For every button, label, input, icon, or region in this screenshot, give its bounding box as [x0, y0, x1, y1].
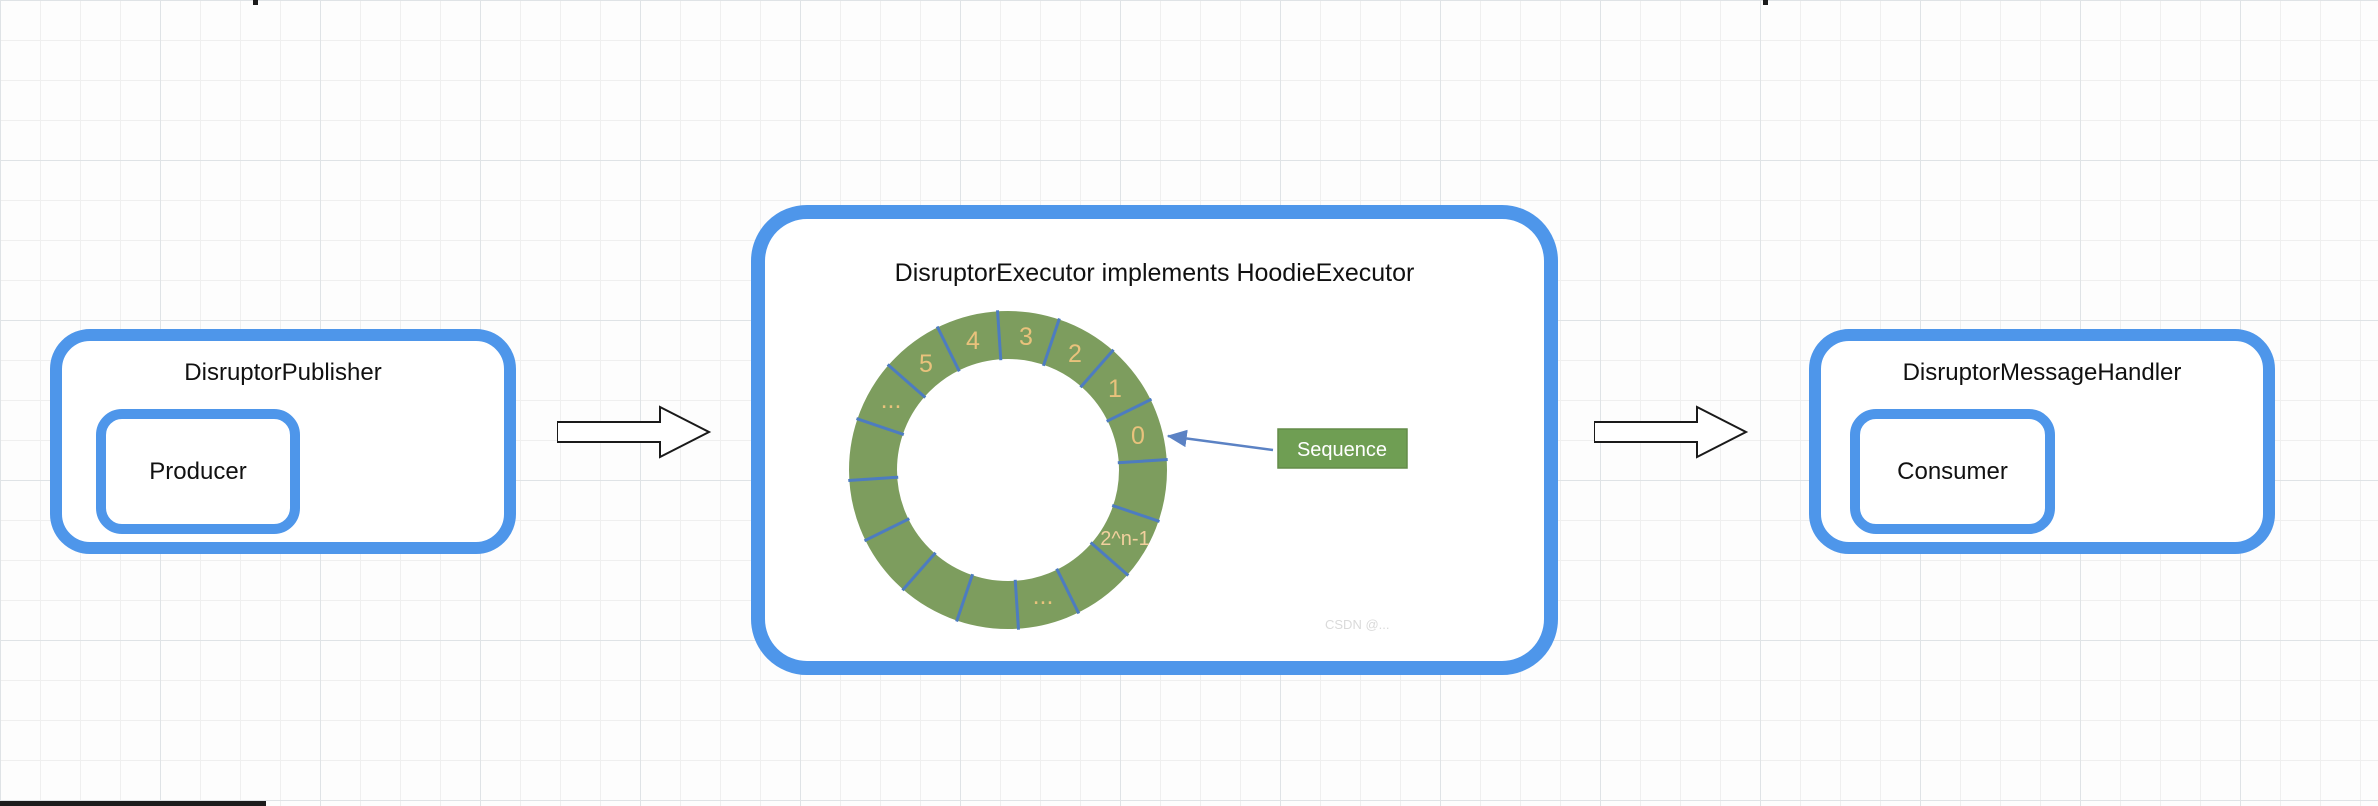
producer-label: Producer [149, 457, 247, 485]
watermark: CSDN @... [1325, 617, 1390, 632]
producer-box: Producer [96, 409, 300, 534]
ring-slot-4: 4 [966, 327, 980, 355]
ring-slot-2: 2 [1068, 340, 1082, 368]
ring-last-slot-label: 2^n-1 [1100, 528, 1149, 550]
disruptor-message-handler-box: DisruptorMessageHandler Consumer [1809, 329, 2275, 554]
ring-slot-3: 3 [1019, 323, 1033, 351]
block-arrow-shape [1594, 405, 1749, 459]
top-edge-tick-right [1763, 0, 1768, 5]
disruptor-publisher-box: DisruptorPublisher Producer [50, 329, 516, 554]
disruptor-executor-box: DisruptorExecutor implements HoodieExecu… [751, 205, 1558, 675]
publisher-title: DisruptorPublisher [184, 359, 382, 386]
top-edge-tick-left [253, 0, 258, 5]
consumer-box: Consumer [1850, 409, 2055, 534]
sequence-pointer-arrow [1166, 429, 1274, 452]
sequence-box [1277, 428, 1408, 469]
handler-title: DisruptorMessageHandler [1902, 359, 2182, 386]
ring-buffer-annulus [849, 311, 1167, 629]
sequence-label: Sequence [1297, 439, 1387, 461]
executor-title: DisruptorExecutor implements HoodieExecu… [894, 259, 1415, 287]
flow-arrow-publisher-to-executor [557, 405, 712, 459]
ring-slot-numbers: 5 4 3 2 1 0 ... ... 2^n-1 [881, 323, 1150, 610]
flow-arrow-executor-to-handler [1594, 405, 1749, 459]
ring-ellipsis-bottom: ... [1033, 582, 1054, 610]
block-arrow-shape [557, 405, 712, 459]
consumer-label: Consumer [1897, 457, 2008, 485]
ring-slot-5: 5 [919, 350, 933, 378]
ring-buffer-graphic: 5 4 3 2 1 0 ... ... 2^n-1 Sequence [848, 310, 1408, 630]
ring-slot-0: 0 [1131, 422, 1145, 450]
ring-ellipsis-left: ... [881, 386, 902, 414]
ring-slot-1: 1 [1108, 375, 1122, 403]
ring-dividers [848, 310, 1168, 630]
bottom-edge-artifact [0, 801, 266, 806]
